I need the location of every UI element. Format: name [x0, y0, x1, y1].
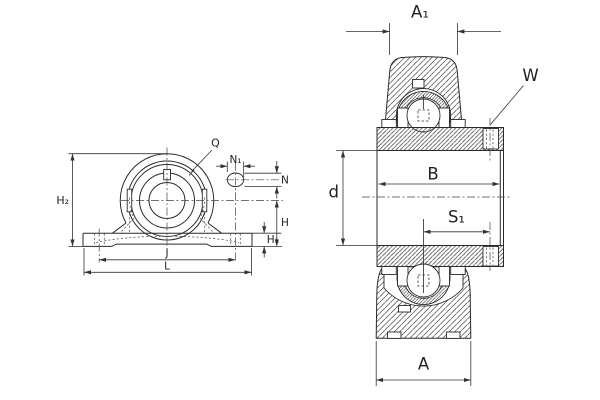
front-view: H₂ Q N₁ N H H₁	[56, 137, 289, 276]
dim-J: J	[99, 248, 236, 262]
dim-d: d	[329, 150, 377, 246]
section-view: A₁ W B d S₁ A	[329, 3, 539, 386]
locating-notch-bottom	[398, 305, 411, 313]
label-Q: Q	[211, 137, 220, 150]
set-screw-top	[482, 128, 499, 150]
seal-left-bottom	[381, 266, 397, 275]
label-A: A	[418, 355, 430, 374]
label-B: B	[427, 165, 438, 184]
dim-H: H	[252, 200, 289, 247]
foot-recess-right	[446, 331, 461, 339]
dim-L: L	[83, 248, 252, 276]
label-W: W	[522, 66, 538, 85]
dim-Q: Q	[188, 137, 220, 176]
label-N1: N₁	[229, 154, 241, 166]
housing-base-section	[375, 219, 472, 339]
hidden-lines	[94, 197, 241, 246]
dim-A1: A₁	[346, 3, 501, 55]
housing-cap-section	[381, 56, 466, 133]
label-J: J	[164, 248, 168, 260]
label-H: H	[281, 217, 289, 229]
dim-S1: S₁	[423, 208, 490, 234]
dim-N1: N₁	[216, 154, 255, 169]
label-N: N	[281, 175, 289, 187]
inner-ring-collar-bottom	[376, 245, 504, 267]
seal-right-bottom	[450, 266, 466, 275]
label-A1: A₁	[411, 3, 429, 22]
shaft-bore	[376, 150, 504, 246]
dim-N: N	[244, 161, 289, 199]
dim-W: W	[490, 66, 539, 125]
housing-outline	[82, 153, 253, 247]
set-screw-bottom	[482, 246, 499, 267]
seal-left-top	[381, 119, 397, 128]
inner-ring-collar-top	[376, 127, 504, 151]
dim-H2: H₂	[56, 153, 167, 247]
label-H1: H₁	[267, 234, 279, 246]
label-S1: S₁	[448, 208, 465, 227]
section-centerlines	[362, 118, 511, 271]
dim-H1: H₁	[252, 222, 282, 258]
centerlines	[98, 147, 283, 263]
label-H2: H₂	[56, 194, 69, 207]
dim-B: B	[378, 165, 500, 187]
locating-notch-top	[412, 79, 425, 89]
foot-recess-left	[387, 331, 402, 339]
seal-right-top	[450, 119, 466, 128]
dim-A: A	[375, 341, 472, 386]
label-d: d	[329, 183, 339, 202]
label-L: L	[164, 260, 170, 272]
